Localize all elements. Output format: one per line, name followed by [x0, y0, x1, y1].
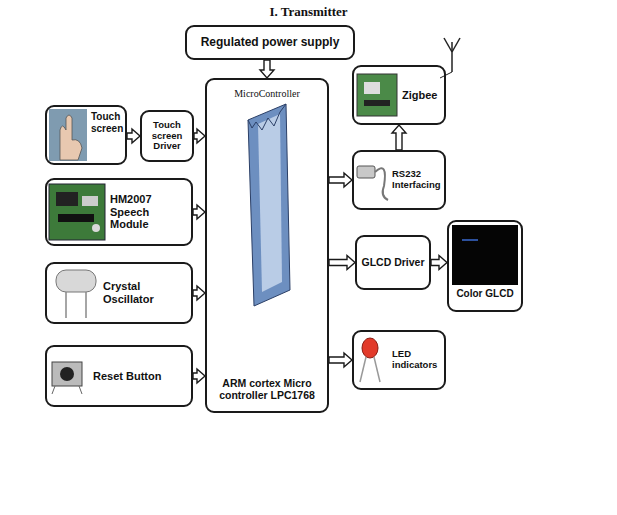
block-box: Regulated power supply [185, 25, 355, 60]
block-box: GLCD Driver [355, 235, 431, 290]
glcd-screen-picture [452, 225, 518, 285]
block-label: MicroController [234, 88, 300, 100]
block-box: Zigbee [352, 65, 446, 125]
block-label: Reset Button [93, 370, 161, 383]
block-box: Reset Button [45, 345, 193, 407]
block-arrow [127, 129, 140, 143]
block-arrow [193, 205, 205, 219]
block-label: Color GLCD [456, 288, 513, 300]
block-label: HM2007 Speech Module [110, 193, 188, 231]
block-arrow [194, 129, 205, 143]
block-arrow [329, 256, 355, 270]
block-label: Touch screen Driver [145, 120, 189, 153]
block-label: Regulated power supply [201, 36, 340, 50]
block-box: MicroControllerARM cortex Micro controll… [205, 78, 329, 413]
block-arrow [392, 125, 406, 150]
block-label: Zigbee [402, 89, 437, 102]
block-box: RS232 Interfacing [352, 150, 446, 210]
block-box: Touch screen Driver [140, 110, 194, 162]
block-box: Color GLCD [447, 220, 523, 312]
block-label: RS232 Interfacing [392, 169, 441, 191]
block-label: GLCD Driver [361, 256, 424, 268]
block-arrow [260, 60, 274, 78]
block-box: HM2007 Speech Module [45, 178, 193, 246]
block-arrow [193, 286, 205, 300]
chip-picture [248, 104, 290, 306]
diagram-title: I. Transmitter [150, 4, 467, 20]
rs232-cable-picture [357, 166, 388, 200]
block-arrow [431, 256, 447, 270]
touch-screen-picture [49, 109, 87, 161]
block-arrow [193, 369, 205, 383]
block-box: Touch screen [45, 105, 127, 165]
block-label: LED indicators [392, 349, 441, 371]
antenna-symbol [440, 38, 460, 78]
block-box: Crystal Oscillator [45, 262, 193, 324]
block-arrow [329, 173, 352, 187]
block-box: LED indicators [352, 330, 446, 390]
block-label: ARM cortex Micro controller LPC1768 [211, 377, 323, 401]
zigbee-picture [357, 74, 397, 116]
crystal-picture [56, 270, 96, 318]
speech-module-picture [49, 184, 105, 240]
block-label: Touch screen [91, 111, 123, 134]
block-arrow [329, 353, 352, 367]
block-label: Crystal Oscillator [103, 280, 188, 305]
reset-button-picture [52, 362, 82, 394]
led-picture [360, 338, 380, 382]
